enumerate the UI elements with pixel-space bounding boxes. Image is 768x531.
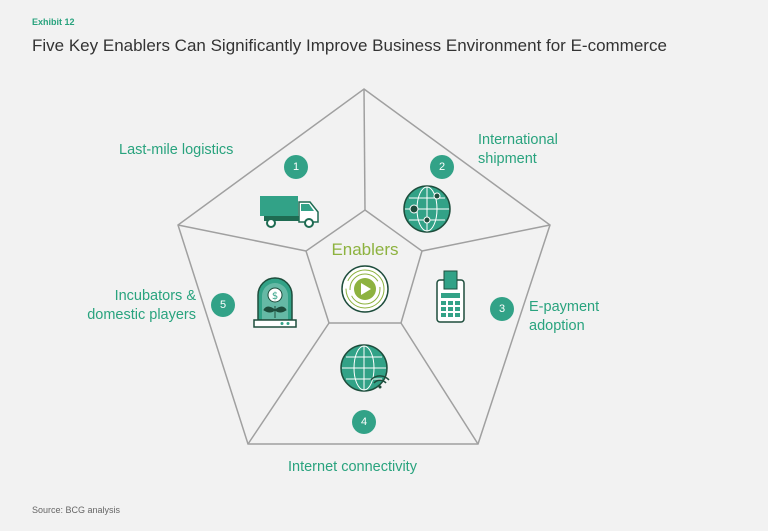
- enabler-label-3: E-payment adoption: [529, 299, 600, 334]
- enabler-number-2: 2: [430, 155, 454, 179]
- enabler-label-5: Incubators & domestic players: [87, 288, 196, 323]
- enabler-label-2: International shipment: [478, 132, 558, 167]
- enabler-label-4: Internet connectivity: [288, 459, 417, 475]
- enablers-play-icon: [341, 265, 389, 313]
- page-title: Five Key Enablers Can Significantly Impr…: [32, 36, 667, 55]
- inner-pentagon: [305, 209, 423, 324]
- enabler-number-4: 4: [352, 410, 376, 434]
- card-terminal-icon: [436, 270, 465, 323]
- enabler-label-1: Last-mile logistics: [119, 142, 234, 158]
- globe-pins-icon: [403, 185, 451, 233]
- globe-wifi-icon: [340, 344, 390, 392]
- incubator-plant-icon: $: [253, 277, 297, 328]
- enabler-number-3: 3: [490, 297, 514, 321]
- svg-text:$: $: [272, 291, 278, 302]
- enabler-number-1: 1: [284, 155, 308, 179]
- outer-pentagon: [177, 88, 551, 445]
- truck-icon: [260, 196, 319, 228]
- source-note: Source: BCG analysis: [32, 505, 121, 515]
- exhibit-label: Exhibit 12: [32, 17, 75, 27]
- enabler-number-5: 5: [211, 293, 235, 317]
- center-label: Enablers: [331, 240, 399, 259]
